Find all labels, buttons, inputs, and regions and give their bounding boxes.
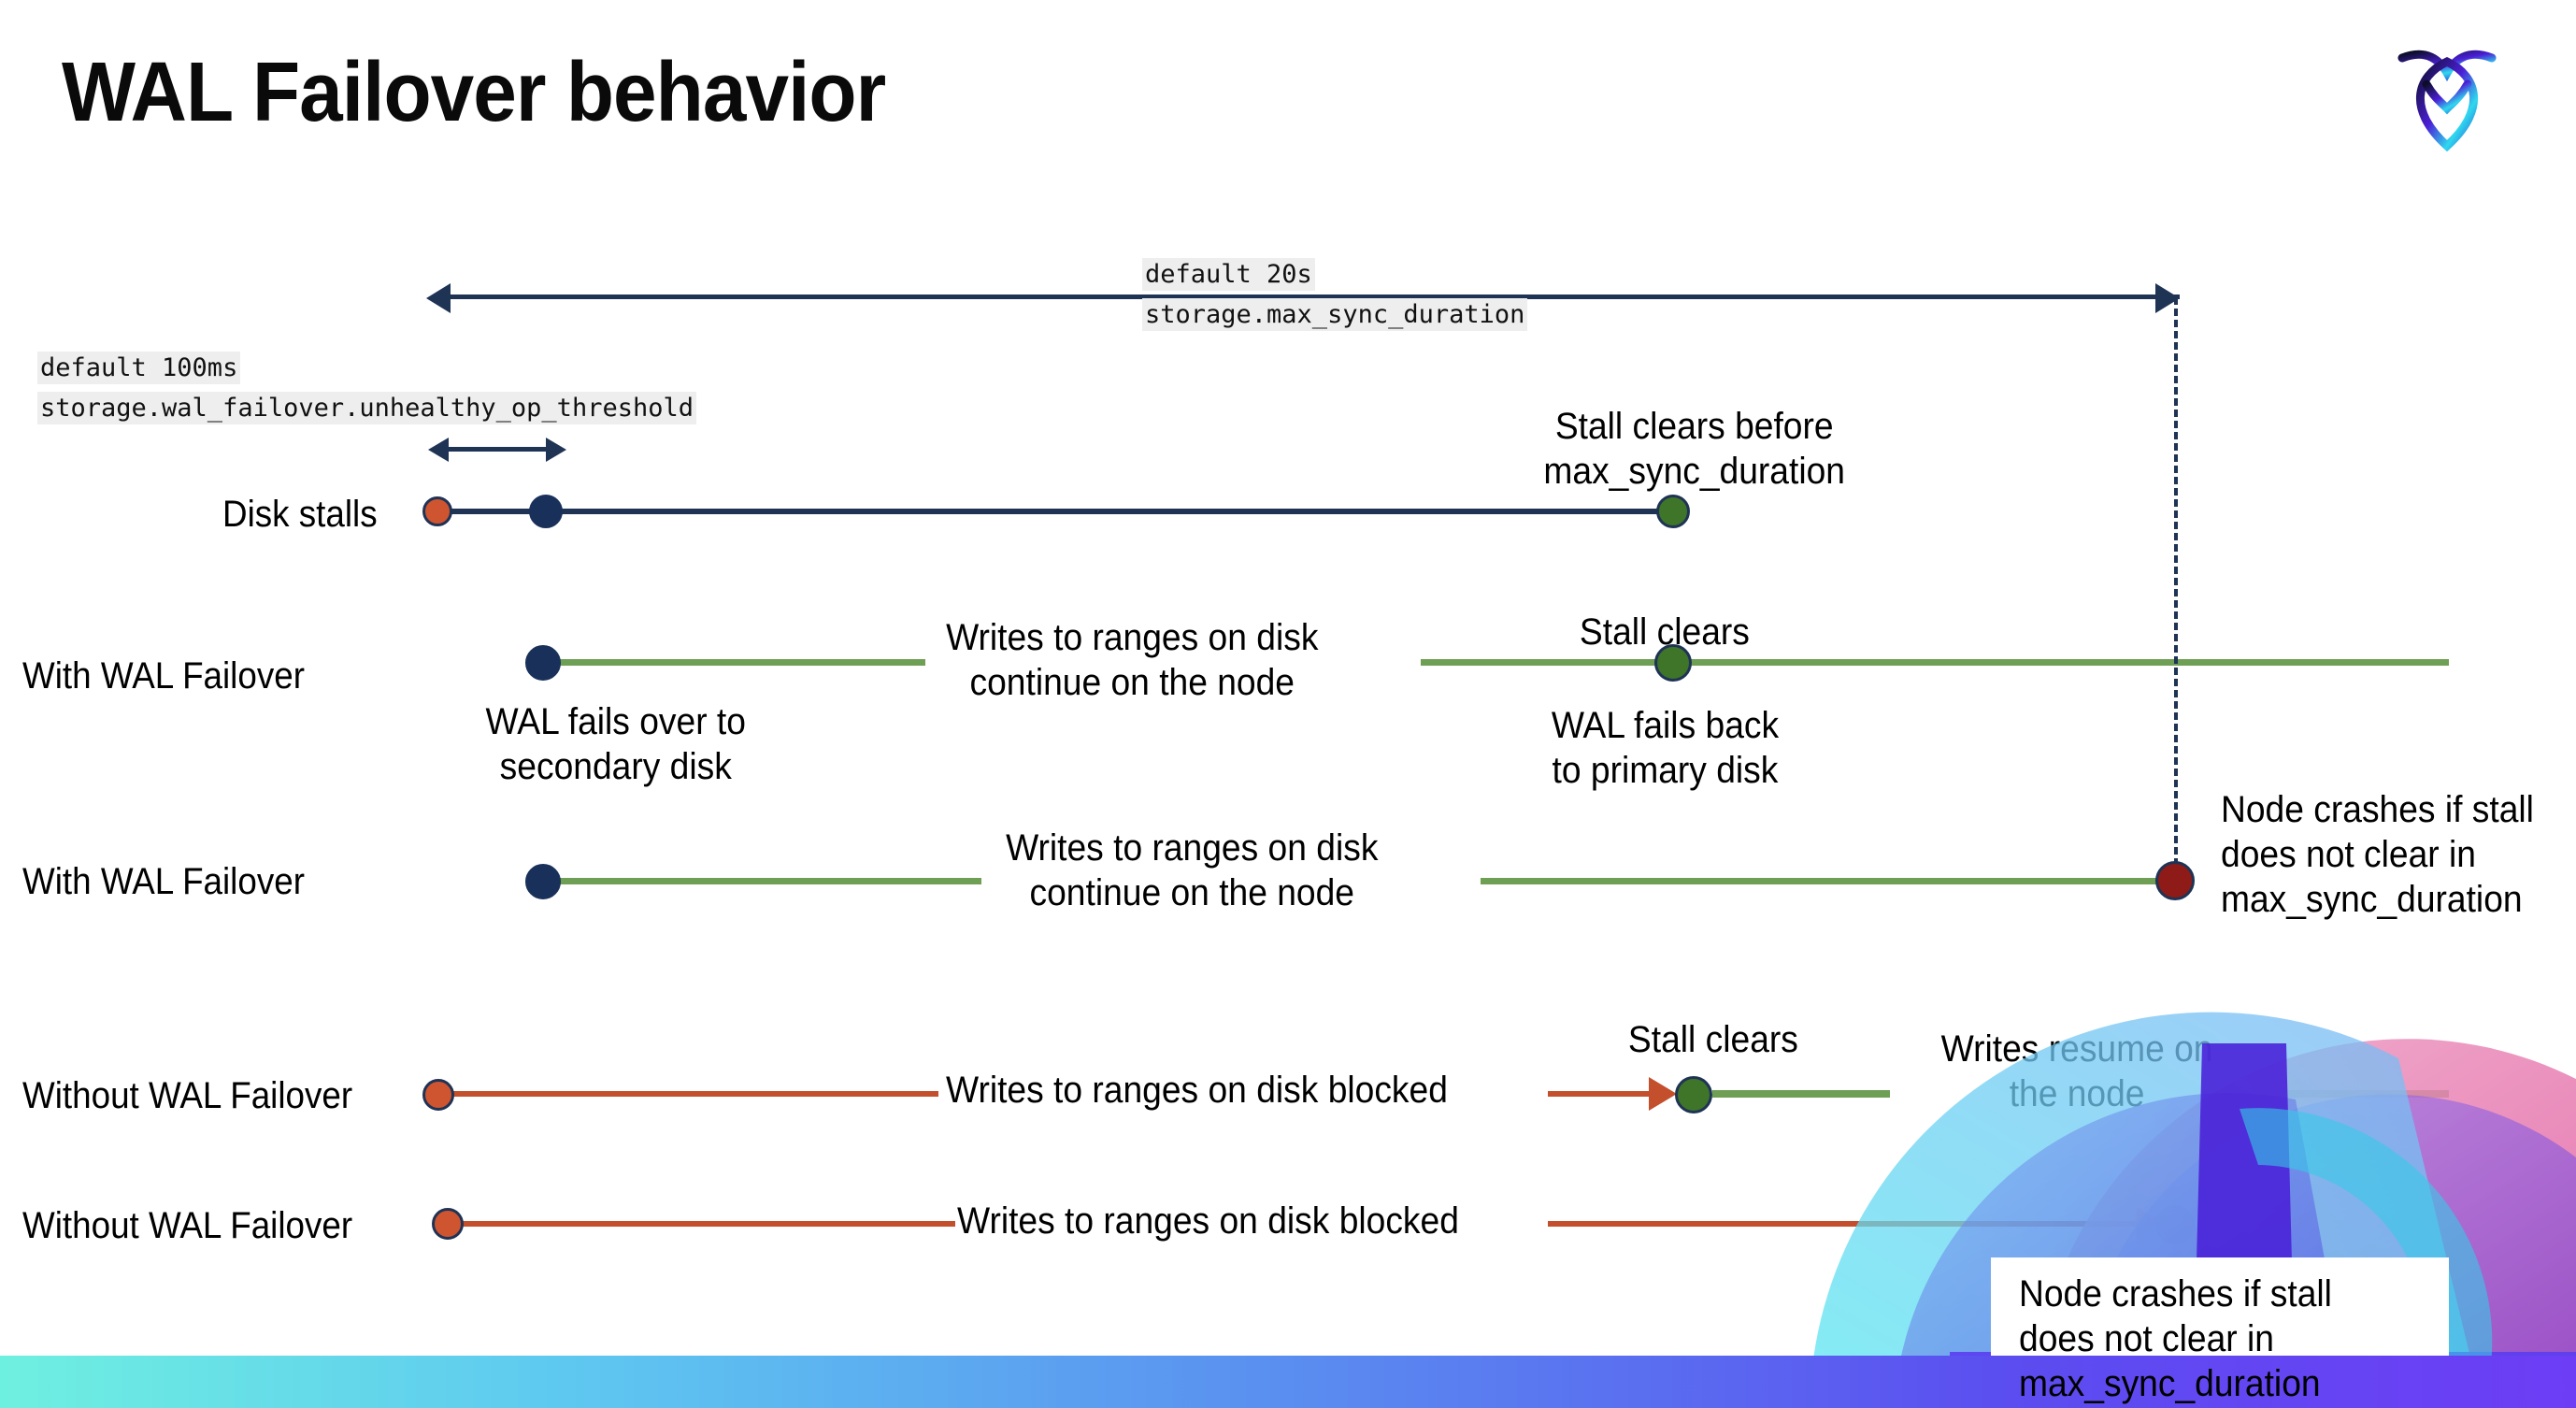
max-sync-duration-setting: storage.max_sync_duration [1142, 298, 1528, 331]
anno-writes-continue-2: Writes to ranges on disk continue on the… [1006, 827, 1379, 913]
max-sync-duration-default: default 20s [1142, 258, 1315, 291]
disk-stalls-start-dot [422, 496, 452, 526]
without-wal-failover-1-arrow-head [1649, 1077, 1677, 1111]
bottom-gradient-bar [0, 1356, 2576, 1408]
with-wal-failover-1-line-left [542, 659, 925, 666]
with-wal-failover-1-failover-dot [525, 645, 561, 681]
without-wal-failover-1-start-dot [422, 1079, 454, 1111]
max-sync-duration-label: default 20s storage.max_sync_duration [1142, 254, 1528, 335]
anno-writes-blocked-2: Writes to ranges on disk blocked [957, 1200, 1459, 1242]
anno-writes-continue-1: Writes to ranges on disk continue on the… [946, 617, 1319, 703]
threshold-span-line [445, 447, 548, 452]
unhealthy-op-threshold-default: default 100ms [37, 352, 241, 384]
row-label-disk-stalls: Disk stalls [222, 494, 378, 535]
anno-wal-fails-over: WAL fails over to secondary disk [485, 701, 746, 787]
cockroachdb-logo-icon [2382, 28, 2512, 159]
without-wal-failover-1-line-green [1712, 1090, 1890, 1098]
anno-node-crashes-1: Node crashes if stall does not clear in … [2221, 789, 2534, 920]
with-wal-failover-1-clear-dot [1654, 644, 1692, 682]
anno-node-crashes-2: Node crashes if stall does not clear in … [2019, 1273, 2332, 1404]
without-wal-failover-2-line-right [1548, 1221, 2150, 1227]
with-wal-failover-2-failover-dot [525, 864, 561, 899]
row-label-without-wal-failover-1: Without WAL Failover [22, 1075, 353, 1116]
without-wal-failover-2-crash-dot [2155, 1205, 2195, 1244]
threshold-arrow-right-head [546, 438, 566, 462]
with-wal-failover-2-crash-dot [2155, 861, 2195, 900]
row-label-without-wal-failover-2: Without WAL Failover [22, 1205, 353, 1246]
with-wal-failover-1-line-right [1421, 659, 2449, 666]
row-label-with-wal-failover-1: With WAL Failover [22, 655, 305, 697]
without-wal-failover-1-line-green-tail [2281, 1090, 2449, 1098]
unhealthy-op-threshold-setting: storage.wal_failover.unhealthy_op_thresh… [37, 392, 696, 424]
disk-stalls-timeline [437, 509, 1681, 514]
row-label-with-wal-failover-2: With WAL Failover [22, 861, 305, 902]
anno-writes-resume: Writes resume on the node [1940, 1028, 2213, 1114]
unhealthy-op-threshold-label: default 100ms storage.wal_failover.unhea… [37, 348, 696, 428]
anno-wal-fails-back: WAL fails back to primary disk [1551, 705, 1780, 791]
with-wal-failover-2-line-left [542, 878, 981, 884]
without-wal-failover-2-start-dot [432, 1208, 464, 1240]
without-wal-failover-2-line-left [460, 1221, 955, 1227]
without-wal-failover-1-line-mid [1548, 1091, 1662, 1097]
max-sync-arrow-left-head [426, 283, 451, 313]
without-wal-failover-1-line-left [452, 1091, 938, 1097]
max-sync-duration-dash-connector [2174, 297, 2178, 877]
anno-stall-clears-before: Stall clears before max_sync_duration [1543, 406, 1845, 492]
anno-stall-clears-2: Stall clears [1627, 1019, 1798, 1060]
disk-stalls-clear-dot [1656, 495, 1690, 528]
disk-stalls-failover-dot [529, 495, 563, 528]
with-wal-failover-2-line-right [1481, 878, 2178, 884]
page-title: WAL Failover behavior [62, 46, 886, 139]
anno-writes-blocked-1: Writes to ranges on disk blocked [946, 1070, 1448, 1111]
without-wal-failover-1-clear-dot [1675, 1076, 1712, 1113]
threshold-arrow-left-head [428, 438, 449, 462]
max-sync-duration-span-line [449, 295, 2180, 299]
anno-stall-clears-1: Stall clears [1579, 611, 1750, 653]
